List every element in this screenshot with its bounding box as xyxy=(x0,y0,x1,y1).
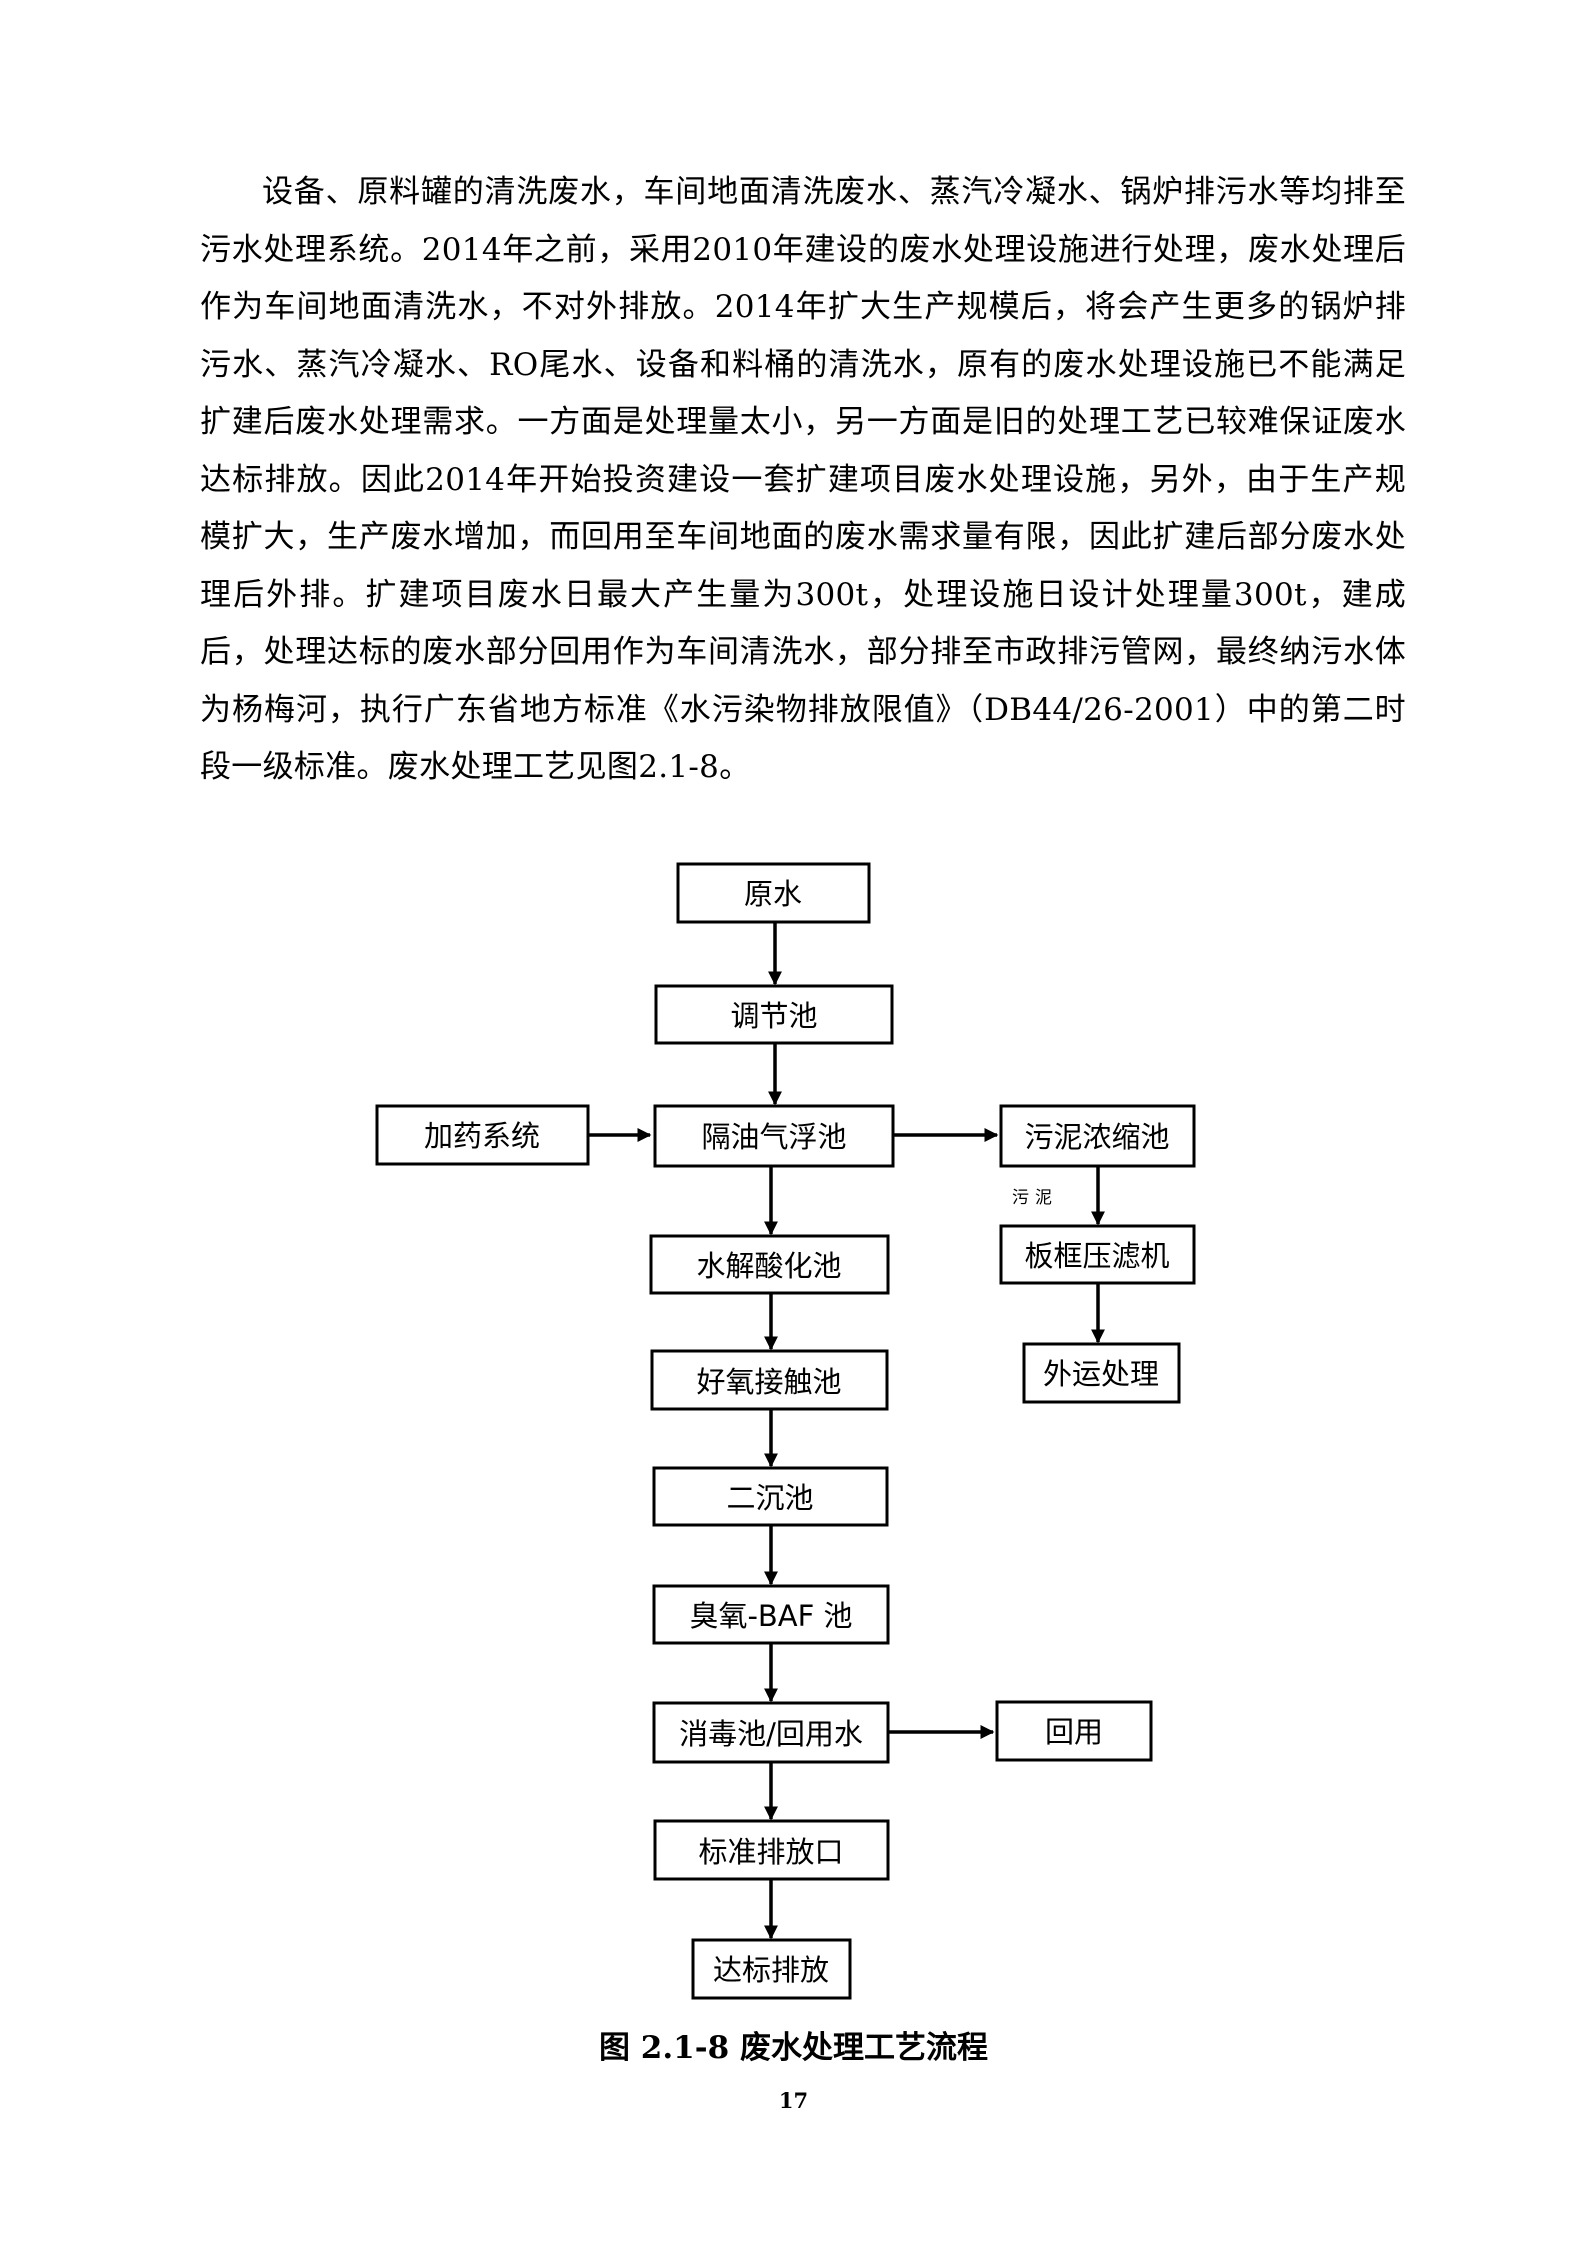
node-disinfection-reuse: 消毒池/回用水 xyxy=(652,1701,890,1764)
node-oil-separation-flotation: 隔油气浮池 xyxy=(653,1104,895,1168)
node-standard-outlet: 标准排放口 xyxy=(653,1819,890,1881)
node-sludge-thickener-label: 污泥浓缩池 xyxy=(1024,1120,1169,1154)
node-hydrolysis-acidification-label: 水解酸化池 xyxy=(696,1249,841,1283)
node-ozone-baf: 臭氧-BAF 池 xyxy=(652,1584,890,1645)
node-raw-water-label: 原水 xyxy=(744,877,802,911)
node-aerobic-contact: 好氧接触池 xyxy=(650,1349,889,1411)
connectors xyxy=(588,922,1105,1940)
node-filter-press-label: 板框压滤机 xyxy=(1024,1239,1169,1273)
body-paragraph: 设备、原料罐的清洗废水，车间地面清洗废水、蒸汽冷凝水、锅炉排污水等均排至污水处理… xyxy=(200,174,1406,785)
node-aerobic-contact-label: 好氧接触池 xyxy=(696,1365,841,1399)
node-equalization-tank-label: 调节池 xyxy=(730,999,817,1033)
node-secondary-clarifier: 二沉池 xyxy=(652,1466,889,1527)
node-reuse: 回用 xyxy=(995,1700,1153,1762)
node-ozone-baf-label: 臭氧-BAF 池 xyxy=(689,1599,852,1633)
node-offsite-disposal-label: 外运处理 xyxy=(1043,1357,1159,1391)
node-reuse-label: 回用 xyxy=(1045,1715,1103,1749)
node-secondary-clarifier-label: 二沉池 xyxy=(726,1481,813,1515)
node-equalization-tank: 调节池 xyxy=(654,984,894,1045)
figure-caption: 图 2.1-8 废水处理工艺流程 xyxy=(599,2030,988,2066)
node-dosing-system-label: 加药系统 xyxy=(424,1119,540,1153)
node-offsite-disposal: 外运处理 xyxy=(1022,1342,1181,1404)
edge-label-sludge: 污泥 xyxy=(1012,1188,1058,1208)
node-dosing-system: 加药系统 xyxy=(375,1104,590,1166)
node-standard-outlet-label: 标准排放口 xyxy=(698,1835,843,1869)
node-oil-separation-flotation-label: 隔油气浮池 xyxy=(701,1120,846,1154)
node-hydrolysis-acidification: 水解酸化池 xyxy=(649,1234,890,1295)
node-compliant-discharge: 达标排放 xyxy=(691,1938,852,2000)
node-raw-water: 原水 xyxy=(676,862,871,924)
node-filter-press: 板框压滤机 xyxy=(999,1224,1196,1285)
node-disinfection-reuse-label: 消毒池/回用水 xyxy=(679,1717,863,1751)
node-compliant-discharge-label: 达标排放 xyxy=(713,1953,829,1987)
node-sludge-thickener: 污泥浓缩池 xyxy=(999,1104,1196,1168)
page-number: 17 xyxy=(778,2088,809,2113)
